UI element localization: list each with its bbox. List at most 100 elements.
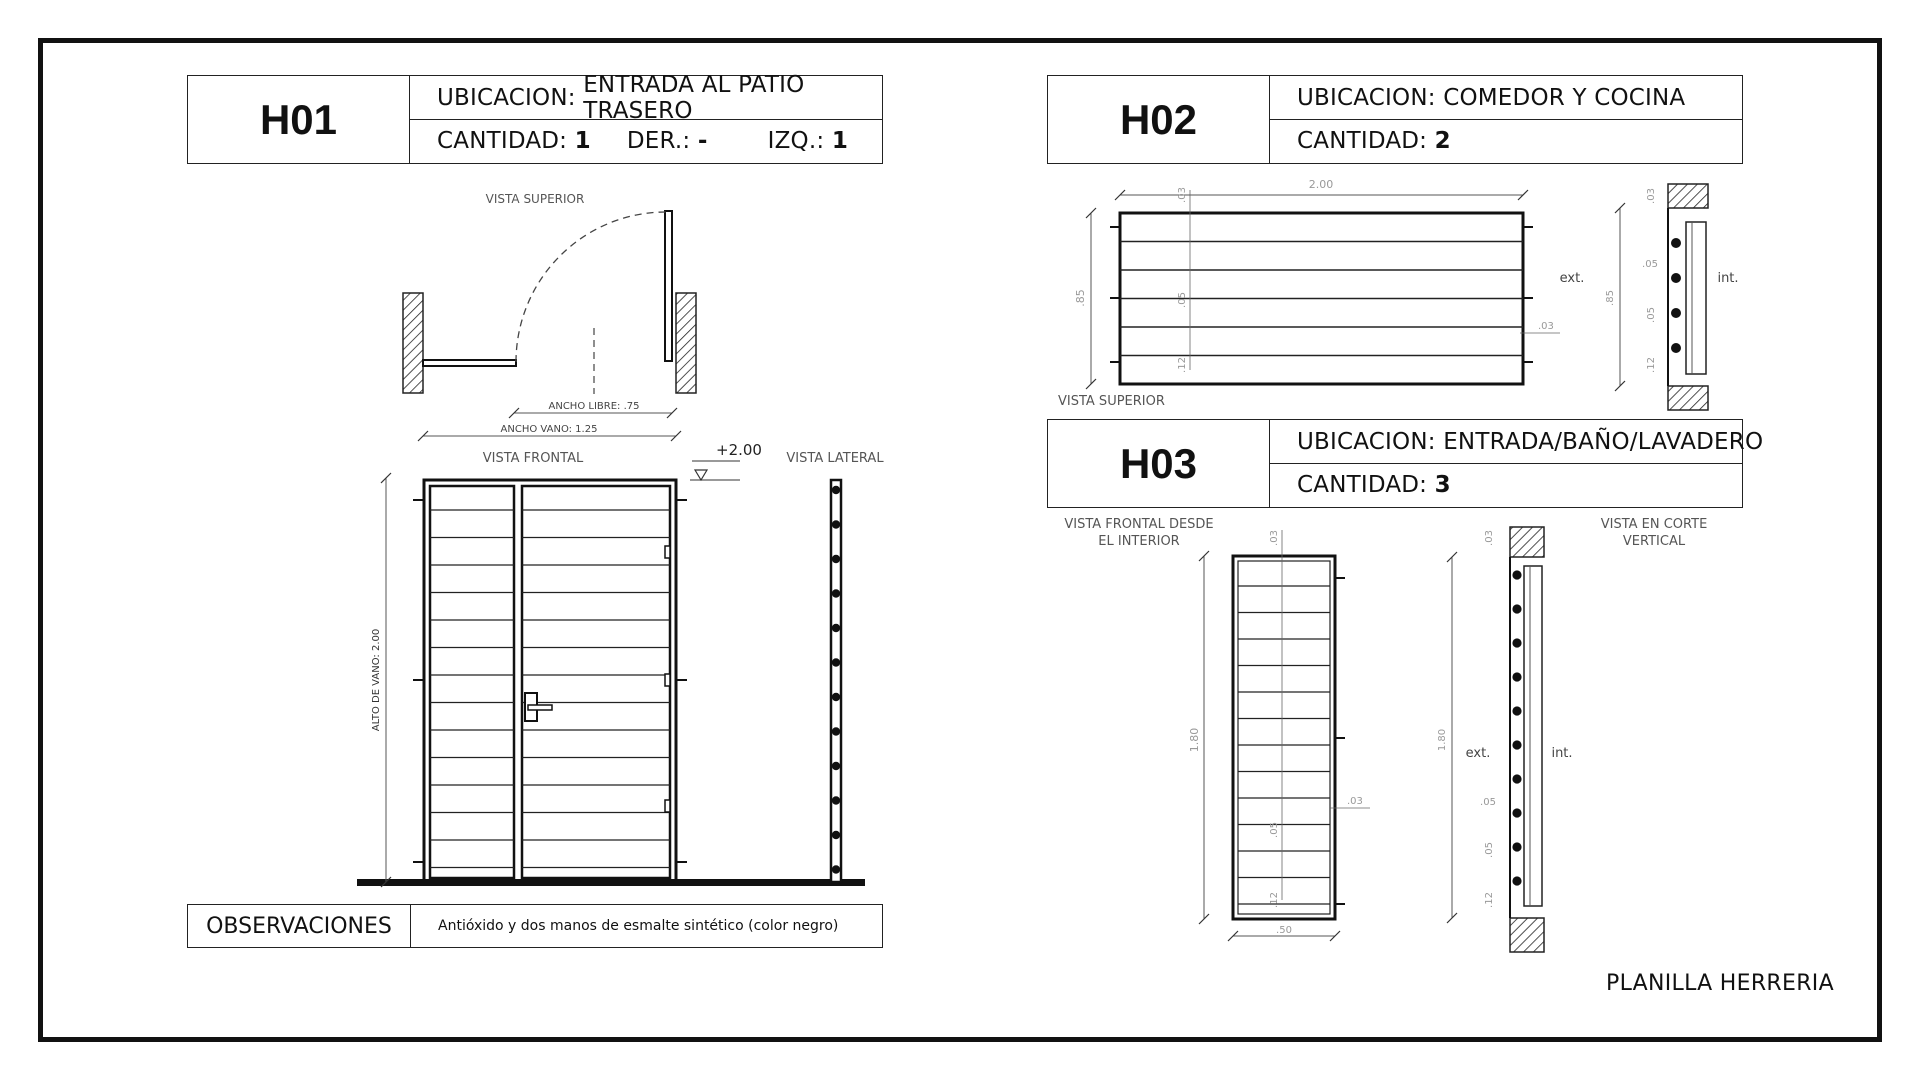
h02-sec-05b: .05 [1646,307,1657,323]
h02-vista-superior-label: VISTA SUPERIOR [1058,394,1165,409]
observaciones-label: OBSERVACIONES [188,905,411,947]
h03-sec-dot [1512,876,1522,886]
h03-lugs [1335,577,1345,905]
h02-sec-dots [1671,238,1681,353]
h01-header-table: H01 UBICACION: ENTRADA AL PATIO TRASERO … [187,72,883,164]
h01-ubicacion-label: UBICACION: [437,84,576,111]
h01-bar-dot [831,830,841,840]
h01-wall-right [675,292,697,394]
h03-sec-wall-top [1509,526,1545,558]
h01-vista-frontal-label: VISTA FRONTAL [483,451,584,466]
h02-sec-85: .85 [1605,290,1616,306]
h03-height-label: 1.80 [1188,728,1201,753]
h02-lugs [1110,226,1533,363]
h01-bar-dot [831,520,841,529]
h03-sec-dot [1512,740,1522,750]
h02-header-table: H02 UBICACION: COMEDOR Y COCINA CANTIDAD… [1047,75,1743,164]
h01-top-view: VISTA SUPERIOR ANCHO LIBRE: .75 ANCHO VA… [402,192,697,442]
h03-sec-03: .03 [1484,530,1495,546]
h01-side-bar [829,478,843,884]
h03-vista-frontal-line1: VISTA FRONTAL DESDE [1064,517,1213,532]
h03-cantidad-row: CANTIDAD: 3 [1269,463,1742,507]
h01-bar-dot [831,761,841,771]
h03-dim-03a: .03 [1269,530,1280,546]
h03-ubicacion-label: UBICACION: [1297,428,1436,455]
h01-ubicacion-row: UBICACION: ENTRADA AL PATIO TRASERO [409,72,882,124]
h01-open-leaf [664,210,673,362]
h01-izq-label: IZQ.: [767,128,825,154]
h03-sec-05a: .05 [1480,797,1496,808]
h02-cantidad-value: 2 [1434,128,1451,154]
h03-dim-12: .12 [1269,892,1280,908]
h01-ubicacion-value: ENTRADA AL PATIO TRASERO [583,71,805,124]
h03-inner-frame [1237,560,1331,915]
h01-bar-dot [831,623,841,633]
h02-int-label: int. [1717,271,1738,286]
h02-ubicacion-row: UBICACION: COMEDOR Y COCINA [1269,76,1742,120]
h03-front-view: VISTA FRONTAL DESDE EL INTERIOR 1.80 .50… [1064,517,1370,942]
h03-sec-dot [1512,570,1522,580]
h01-front-view: VISTA FRONTAL VISTA LATERAL +2.00 ALTO D… [357,441,884,888]
h01-level-marker [693,469,709,482]
h02-sec-dot [1671,343,1681,353]
h01-alto-label: ALTO DE VANO: 2.00 [371,629,382,731]
h03-sec-dots [1512,570,1522,886]
h01-wall-left [402,292,424,394]
h03-cantidad-value: 3 [1434,472,1451,498]
h03-dim-03b: .03 [1347,796,1363,807]
h03-bars [1238,585,1330,905]
h01-vista-superior-label: VISTA SUPERIOR [486,192,585,206]
h03-vista-corte-line2: VERTICAL [1623,534,1686,549]
h01-bar-dot [831,796,841,805]
h03-vista-corte-line1: VISTA EN CORTE [1601,517,1708,532]
h01-cantidad-value: 1 [574,128,591,154]
h01-fixed-leaf [422,359,517,367]
h02-ubicacion-value: COMEDOR Y COCINA [1443,84,1686,111]
h01-ancho-libre-label: ANCHO LIBRE: .75 [549,401,640,412]
h01-swing-arc [515,211,667,363]
h02-sec-12: .12 [1646,357,1657,373]
h03-frame [1231,554,1337,921]
h01-hinge [664,799,671,813]
h02-section: ext. int. .85 .03 .05 .05 .12 [1560,183,1739,411]
h02-dim-03a: .03 [1177,187,1188,203]
h02-dim-05: .05 [1177,292,1188,308]
h03-width-label: .50 [1276,925,1292,936]
h01-vista-lateral-label: VISTA LATERAL [786,451,884,466]
h03-sec-dot [1512,604,1522,614]
sheet-border [38,38,1882,1042]
h02-sec-wall-top [1667,183,1709,209]
h03-sec-dot [1512,672,1522,682]
h03-sec-05b: .05 [1484,842,1495,858]
observaciones-text: Antióxido y dos manos de esmalte sintéti… [438,918,839,934]
h01-der-value: - [697,128,708,154]
h03-sec-dot [1512,638,1522,648]
h01-leaf-left [428,484,516,880]
h02-sec-05a: .05 [1642,259,1658,270]
h01-izq-value: 1 [831,128,849,154]
h01-code: H01 [188,76,410,163]
h01-cantidad-label: CANTIDAD: [437,128,568,154]
h02-ext-label: ext. [1560,271,1585,286]
h01-hinge [664,673,671,687]
h02-dim-12: .12 [1177,357,1188,373]
h03-sec-dot [1512,808,1522,818]
h02-cantidad-label: CANTIDAD: [1297,128,1428,154]
h02-bars [1120,240,1523,357]
h01-bar-dot [831,658,841,667]
h03-header-table: H03 UBICACION: ENTRADA/BAÑO/LAVADERO CAN… [1047,419,1763,508]
h01-bar-dot [831,727,841,736]
h01-floor [357,879,865,886]
h03-sec-dot [1512,842,1522,852]
h01-observaciones-table: OBSERVACIONES Antióxido y dos manos de e… [187,904,883,948]
h02-height-label: .85 [1074,289,1087,307]
h03-sec-dot [1512,774,1522,784]
h01-slats [430,509,670,869]
h01-bar-dot [831,865,841,874]
h01-der-label: DER.: [626,128,691,154]
h01-ancho-vano-label: ANCHO VANO: 1.25 [501,424,598,435]
h02-sec-frame [1685,221,1707,375]
h02-sec-03: .03 [1646,188,1657,204]
h01-cantidad-row: CANTIDAD: 1 DER.: - IZQ.: 1 [409,119,882,163]
